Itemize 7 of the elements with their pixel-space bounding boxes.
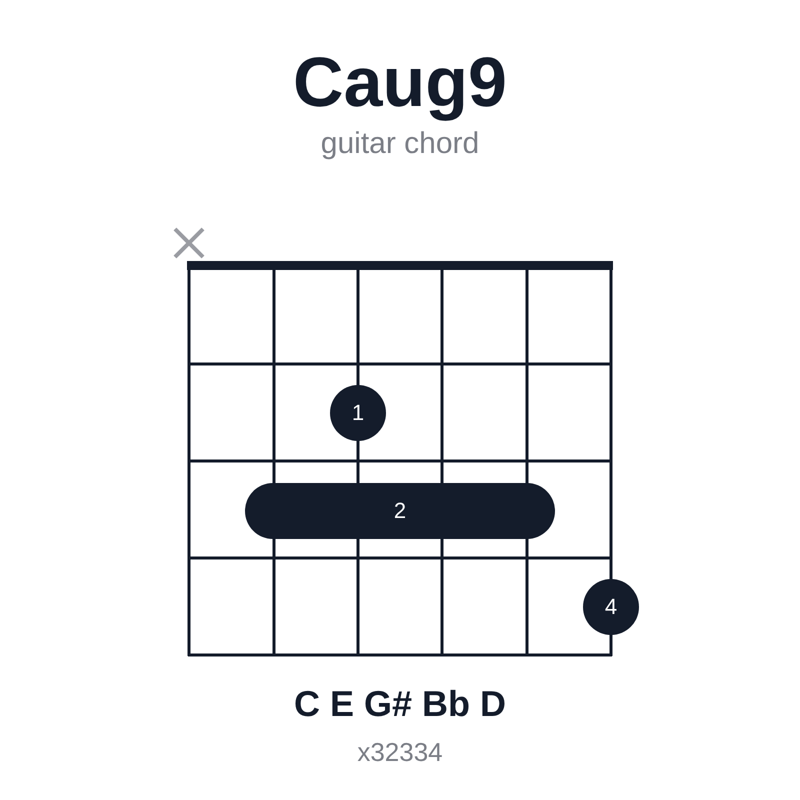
chord-type: guitar chord (320, 127, 480, 161)
finger-dot: 1 (330, 385, 386, 441)
finger-dot: 4 (583, 579, 639, 635)
chord-notes: C E G# Bb D (292, 683, 508, 725)
fret-positions: x32334 (356, 737, 444, 768)
chord-title: Caug9 (292, 42, 508, 122)
barre-finger-marker: 2 (245, 483, 555, 539)
